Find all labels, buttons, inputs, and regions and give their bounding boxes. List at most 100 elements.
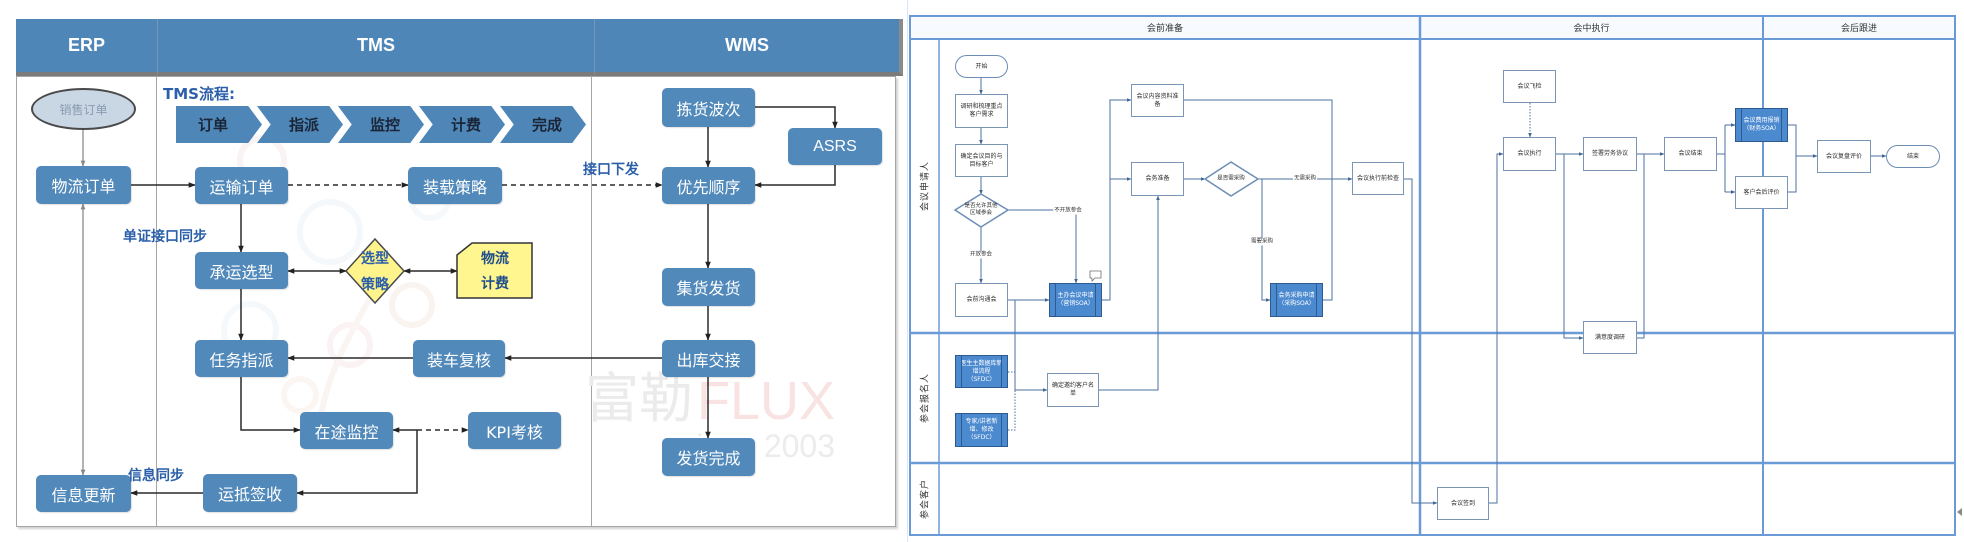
connector [1788, 124, 1797, 193]
node-pre-execution-check: 会议执行前检查 [1352, 162, 1404, 195]
phase-header-in-meeting: 会中执行 [1573, 24, 1610, 34]
node-title: 会务采购申请 [1278, 292, 1315, 299]
selection-strategy-label-line2: 策略 [361, 277, 389, 293]
logistics-billing-label-line2: 计费 [481, 276, 509, 292]
annotation-interface-dispatch: 接口下发 [583, 162, 639, 178]
column-header-erp: ERP [16, 19, 157, 76]
node-review: 会议复盘评价 [1817, 140, 1871, 173]
node-system: （财务SOA） [1743, 125, 1780, 132]
decor-circle [297, 199, 363, 265]
edge-label-open: 开放参会 [968, 251, 994, 259]
connector [1008, 299, 1048, 392]
connector-asrs-to-priority [754, 165, 836, 188]
tms-flow-step: 计费 [419, 106, 505, 143]
node-outbound-handover: 出库交接 [662, 340, 755, 377]
watermark-brand-en: FLUX [697, 371, 836, 431]
node-title: 专家/讲者新增、修改 [965, 418, 998, 433]
tms-flow-title: TMS流程: [163, 85, 235, 103]
node-title: 会议费用报销 [1743, 117, 1780, 124]
decor-circle [327, 322, 373, 368]
edge-label-need-purchase: 需要采购 [1249, 238, 1275, 246]
diagram-body-frame [16, 76, 896, 527]
node-priority-sequence: 优先顺序 [662, 167, 755, 204]
node-logistics-prep: 会务准备 [1131, 162, 1184, 196]
node-customer-evaluation: 客户会后评价 [1735, 176, 1788, 209]
node-carrier-selection: 承运选型 [195, 252, 288, 289]
logistics-billing-card [456, 242, 533, 299]
node-research-needs: 调研和梳理重点客户需求 [955, 94, 1008, 128]
connector [1404, 178, 1438, 505]
tms-flow-step: 监控 [338, 106, 424, 143]
watermark-brand-cn: 富勒 [585, 367, 693, 430]
decision-allow-other-regions [953, 193, 1010, 228]
swimlane-outer-border [909, 15, 1956, 536]
phase-header-row [910, 16, 1955, 39]
node-consolidate-ship: 集货发货 [662, 268, 755, 306]
node-spot-check: 会议飞检 [1503, 70, 1556, 103]
chevron-left-icon[interactable] [1957, 508, 1962, 516]
phase-header-pre-meeting: 会前准备 [1146, 24, 1183, 34]
tms-flow-step: 订单 [176, 106, 262, 143]
edge-label-not-open: 不开放参会 [1053, 207, 1083, 215]
node-info-update: 信息更新 [36, 475, 131, 512]
node-loading-strategy: 装载策略 [408, 167, 502, 204]
node-shipment-complete: 发货完成 [662, 438, 755, 476]
selection-strategy-label-line1: 选型 [361, 251, 389, 267]
connector-monitoring-to-arrival-signoff [296, 430, 418, 496]
node-system: （营销SOA） [1057, 300, 1094, 307]
node-execution: 会议执行 [1503, 137, 1556, 171]
comment-icon [1089, 270, 1102, 282]
left-connectors [80, 106, 838, 496]
connector-picking-wave-to-asrs [755, 106, 838, 129]
connector-not-open-attendance [1008, 209, 1078, 284]
node-arrival-signoff: 运抵签收 [203, 474, 297, 512]
node-confirm-invite-list: 确定邀约客户名单 [1047, 373, 1099, 407]
column-divider [156, 76, 157, 527]
node-loading-recheck: 装车复核 [413, 340, 505, 377]
node-asrs: ASRS [788, 128, 882, 165]
connector [1184, 99, 1333, 301]
decision-need-purchase-label: 是否需采购 [1217, 175, 1245, 182]
decision-allow-other-regions-label: 是否允许其他 区域参会 [964, 203, 997, 217]
decision-need-purchase [1203, 161, 1260, 197]
decor-circle [389, 282, 435, 328]
column-header-tms: TMS [157, 19, 594, 76]
connector [1489, 152, 1504, 504]
node-meeting-end: 会议结束 [1664, 137, 1717, 171]
phase-header-post-meeting: 会后跟进 [1840, 24, 1877, 34]
node-purchase-request: 会务采购申请 （采购SOA） [1270, 283, 1323, 317]
node-logistics-order: 物流订单 [36, 166, 131, 204]
annotation-document-interface-sync: 单证接口同步 [123, 229, 207, 245]
node-kpi-assessment: KPI考核 [468, 412, 561, 449]
decision-label-line: 是否允许其他 [964, 203, 998, 209]
connector [1637, 154, 1645, 339]
decor-circle [281, 376, 319, 414]
connector [1563, 154, 1584, 340]
edge-label-no-purchase: 无需采购 [1292, 175, 1318, 183]
connector-task-dispatch-to-monitoring [240, 377, 301, 433]
connector-need-purchase [1261, 179, 1271, 302]
node-transport-order: 运输订单 [195, 167, 288, 204]
node-start: 开始 [955, 55, 1008, 78]
image-separator [907, 0, 908, 542]
node-system: （SFDC） [967, 375, 996, 383]
annotation-info-sync: 信息同步 [128, 468, 184, 484]
node-system: （采购SOA） [1278, 300, 1315, 307]
node-doctor-master-data: 医生主数据库新增流程 （SFDC） [955, 355, 1008, 388]
node-expense-reimbursement: 会议费用报销 （财务SOA） [1735, 108, 1788, 142]
node-system: （SFDC） [967, 434, 996, 441]
node-define-goals: 确定会议目的与目标客户 [955, 144, 1008, 177]
node-sign-service-agreement: 签署劳务协议 [1583, 137, 1637, 171]
tms-flow-step: 指派 [257, 106, 343, 143]
node-in-transit-monitoring: 在途监控 [300, 412, 393, 449]
selection-strategy-diamond [344, 237, 406, 305]
connector [1102, 98, 1132, 301]
node-check-in: 会议签到 [1437, 487, 1489, 520]
node-host-meeting-request: 主办会议申请 （营销SOA） [1049, 283, 1102, 317]
connector [1099, 195, 1160, 391]
node-satisfaction-survey: 满意度调研 [1583, 321, 1637, 354]
column-divider [591, 76, 592, 527]
